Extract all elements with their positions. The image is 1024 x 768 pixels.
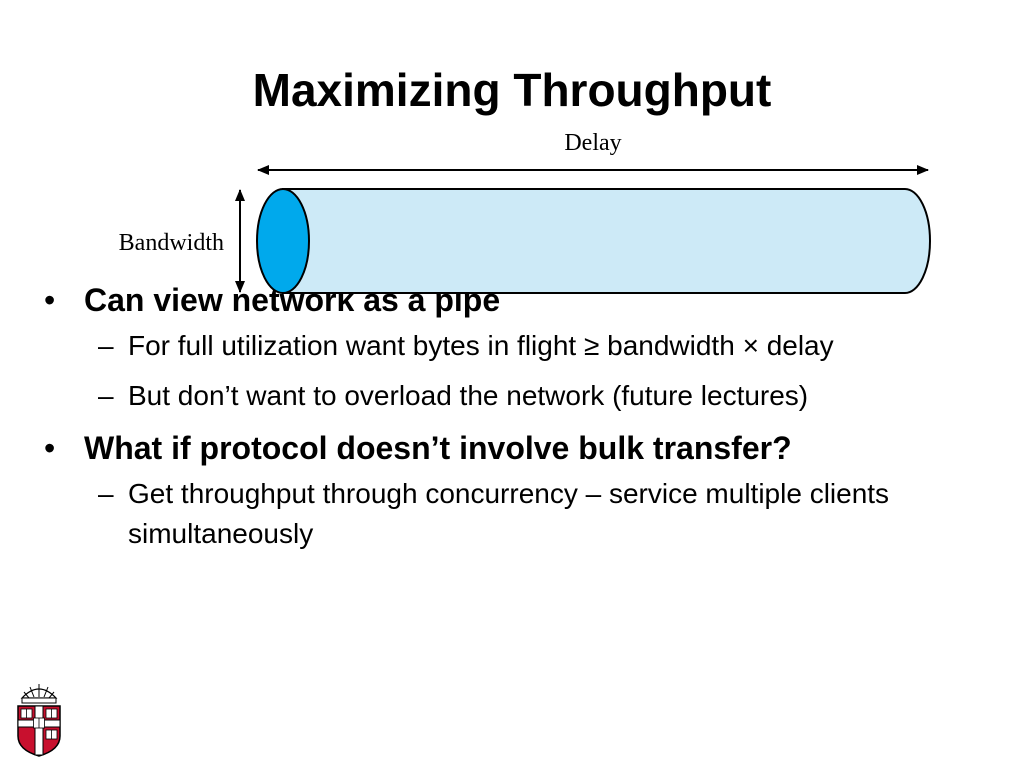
university-shield-logo <box>17 684 61 757</box>
sub-bullet-text: But don’t want to overload the network (… <box>128 380 809 411</box>
sub-bullet-text: Get throughput through concurrency – ser… <box>128 478 890 549</box>
sub-bullet-item: – But don’t want to overload the network… <box>40 376 980 416</box>
bandwidth-label: Bandwidth <box>119 230 224 256</box>
bullet-list: • Can view network as a pipe – For full … <box>40 278 980 564</box>
sun-crest-icon <box>20 684 58 704</box>
sub-bullet-marker: – <box>98 478 114 509</box>
sub-bullet-marker: – <box>98 380 114 411</box>
bullet-marker: • <box>44 430 56 466</box>
pipe-body <box>282 188 931 294</box>
sub-bullet-marker: – <box>98 330 114 361</box>
pipe-opening <box>256 188 310 294</box>
sub-bullet-text: For full utilization want bytes in fligh… <box>128 330 834 361</box>
slide-title: Maximizing Throughput <box>252 64 772 116</box>
bullet-text: What if protocol doesn’t involve bulk tr… <box>84 430 792 466</box>
sub-bullet-item: – For full utilization want bytes in fli… <box>40 326 980 366</box>
pipe-diagram: Delay Bandwidth <box>119 130 931 294</box>
bullet-item: • What if protocol doesn’t involve bulk … <box>40 426 980 470</box>
bullet-marker: • <box>44 282 56 318</box>
sub-bullet-item: – Get throughput through concurrency – s… <box>40 474 980 554</box>
book-icon <box>20 708 58 740</box>
delay-label: Delay <box>564 130 621 156</box>
